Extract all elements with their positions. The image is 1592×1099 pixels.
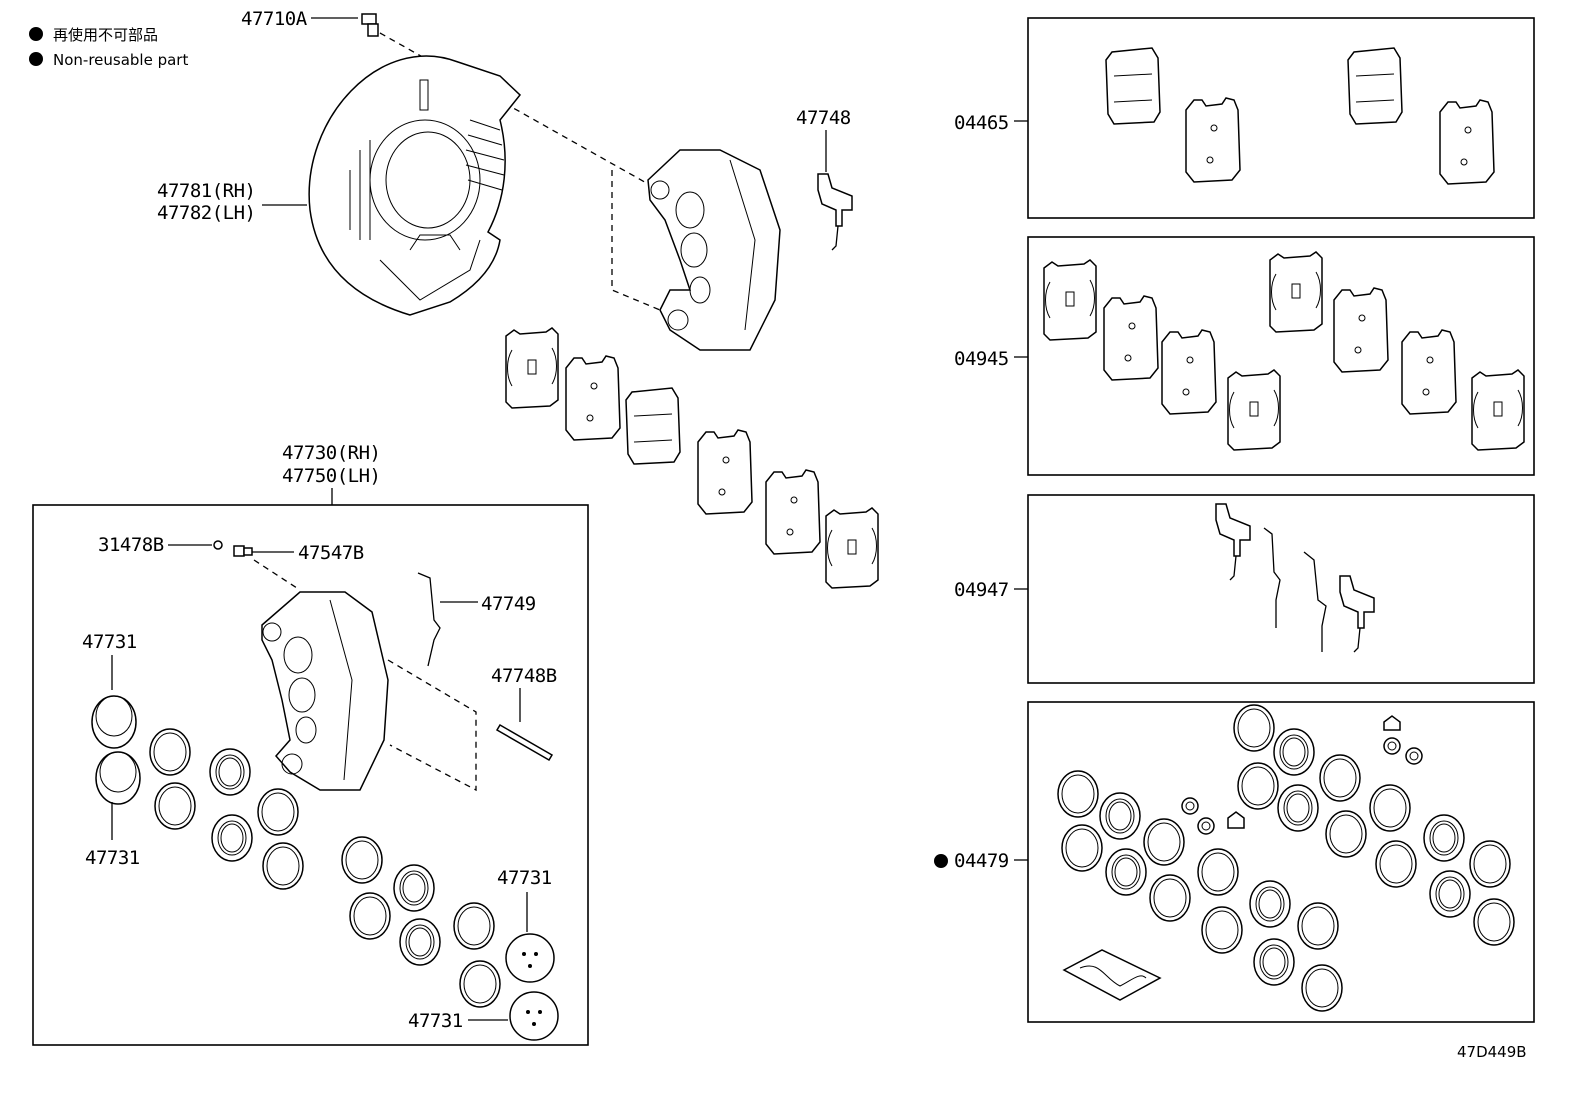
label-47748: 47748 xyxy=(796,107,851,129)
label-47731d: 47731 xyxy=(408,1010,463,1032)
kit-04465-pads-icon xyxy=(1105,47,1495,185)
label-04479: 04479 xyxy=(954,850,1009,872)
kit-04479-seals-icon xyxy=(1057,704,1515,1012)
label-47749: 47749 xyxy=(481,593,536,615)
anti-rattle-spring-icon xyxy=(417,572,441,667)
kit-04947-clips-icon xyxy=(1215,503,1375,653)
label-47750: 47750(LH) xyxy=(282,465,380,487)
non-reusable-dot xyxy=(934,854,948,868)
legend-jp: 再使用不可部品 xyxy=(53,26,158,44)
diagram-code: 47D449B xyxy=(1457,1043,1527,1061)
legend-dot-jp xyxy=(29,27,43,41)
label-47782: 47782(LH) xyxy=(157,202,255,224)
legend-dot-en xyxy=(29,52,43,66)
loose-pads-icon xyxy=(505,327,879,589)
label-47547B: 47547B xyxy=(298,542,364,564)
kit-04945-shims-icon xyxy=(1043,251,1525,451)
label-04947: 04947 xyxy=(954,579,1009,601)
piston-b-icon xyxy=(95,751,141,805)
label-47710A: 47710A xyxy=(241,8,308,30)
piston-d-icon xyxy=(509,991,559,1041)
clip-47748-icon xyxy=(817,173,853,251)
label-47731a: 47731 xyxy=(82,631,137,653)
label-47748B: 47748B xyxy=(491,665,557,687)
piston-a-icon xyxy=(91,695,137,749)
caliper-kit-box xyxy=(32,504,589,1046)
bleeder-plug-icon xyxy=(233,545,253,557)
label-04465: 04465 xyxy=(954,112,1009,134)
legend-en: Non-reusable part xyxy=(53,51,188,69)
kit-box-04945 xyxy=(1027,236,1535,476)
dust-cover-icon xyxy=(308,55,522,316)
kit-box-04465 xyxy=(1027,17,1535,219)
label-04945: 04945 xyxy=(954,348,1009,370)
bolt-47710A-icon xyxy=(361,13,379,37)
caliper-box-icon xyxy=(261,591,389,791)
label-47730: 47730(RH) xyxy=(282,442,380,464)
caliper-top-icon xyxy=(647,149,781,351)
label-31478B: 31478B xyxy=(98,534,164,556)
piston-c-icon xyxy=(505,933,555,983)
bleeder-cap-icon xyxy=(213,540,223,550)
label-47731b: 47731 xyxy=(85,847,140,869)
kit-box-04947 xyxy=(1027,494,1535,684)
kit-box-04479 xyxy=(1027,701,1535,1023)
label-47731c: 47731 xyxy=(497,867,552,889)
label-47781: 47781(RH) xyxy=(157,180,255,202)
pin-47748B-icon xyxy=(495,723,554,762)
